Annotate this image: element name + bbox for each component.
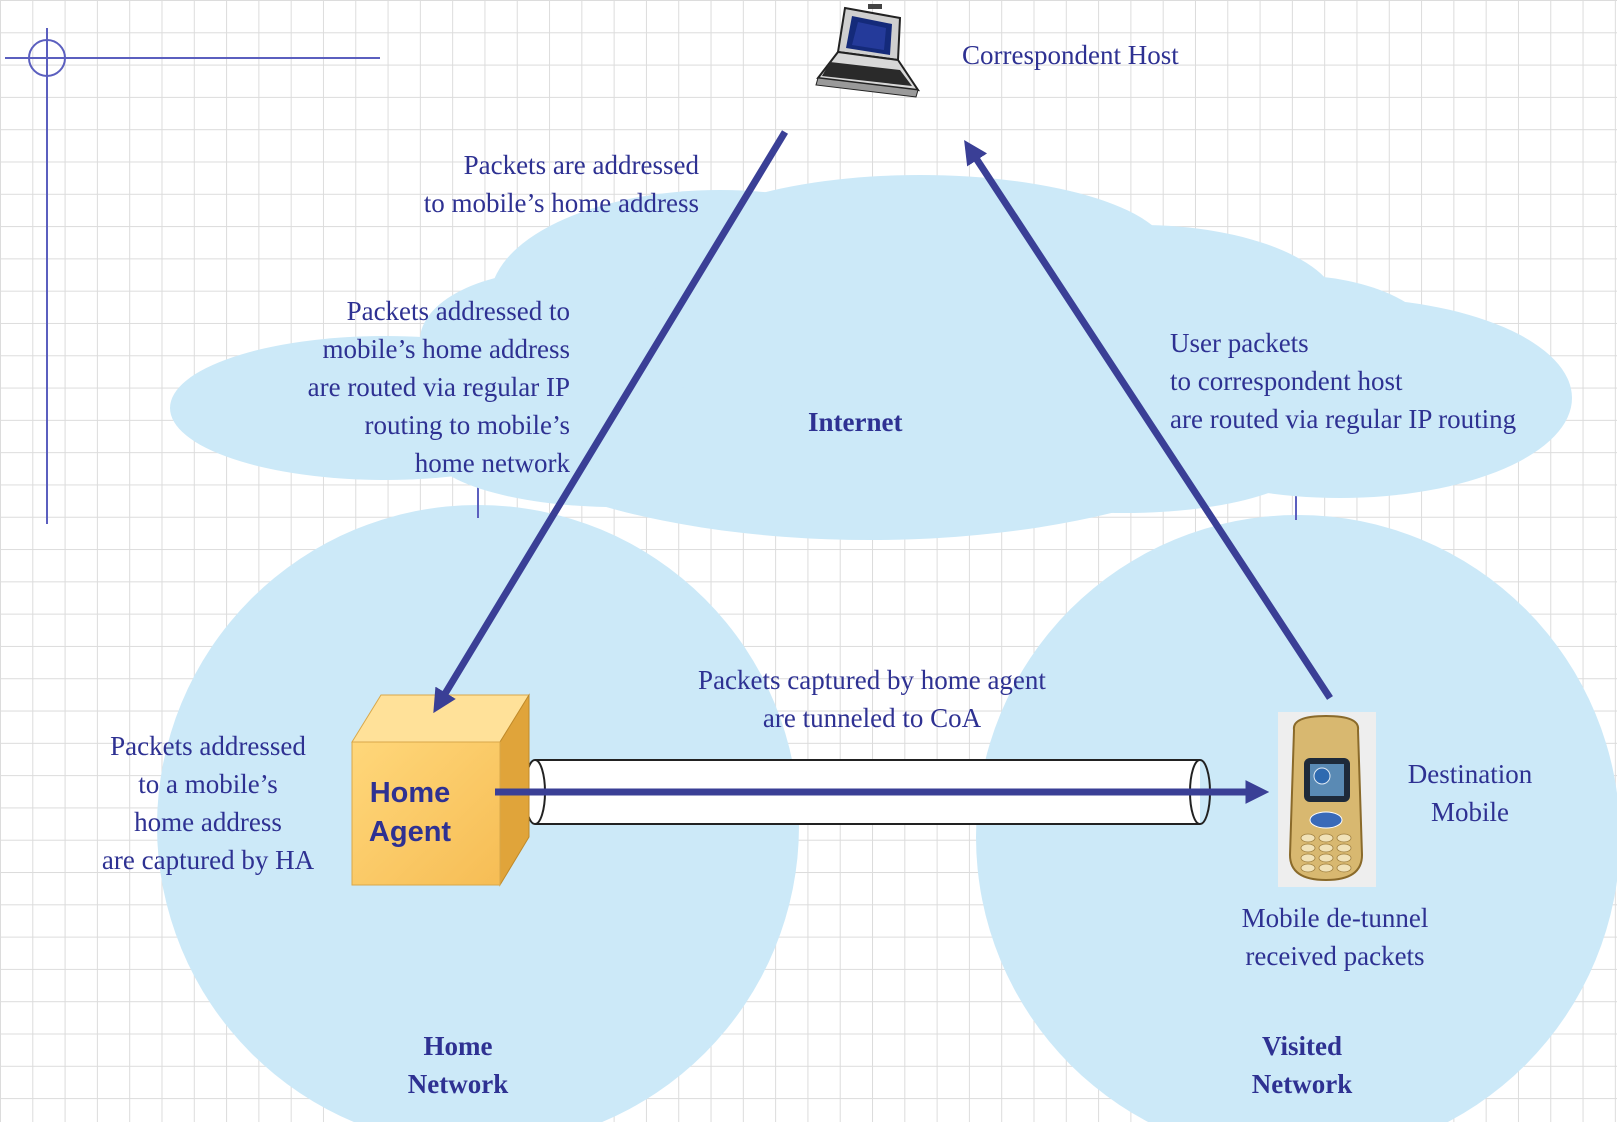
annotation-user-packets: User packets to correspondent host are r… — [1170, 328, 1517, 434]
internet-label: Internet — [808, 407, 903, 437]
arrows — [433, 130, 1333, 804]
internet-cloud — [170, 175, 1572, 540]
home-agent-cube — [351, 693, 530, 887]
annotation-de-tunnel: Mobile de-tunnel received packets — [1241, 903, 1429, 971]
arrow-correspondent-to-home-agent — [433, 130, 788, 714]
annotation-captured-by-ha: Packets addressed to a mobile’s home add… — [101, 731, 315, 875]
annotation-tunneled-to-coa: Packets captured by home agent are tunne… — [698, 665, 1046, 733]
visited-network-label: Visited Network — [1251, 1031, 1353, 1099]
laptop-icon — [815, 4, 921, 98]
correspondent-host-label: Correspondent Host — [962, 40, 1179, 70]
annotation-routed-to-home-network: Packets addressed to mobile’s home addre… — [307, 296, 570, 478]
arrow-mobile-to-correspondent — [964, 140, 1333, 700]
mobile-phone-icon — [1278, 712, 1376, 887]
destination-mobile-label: Destination Mobile — [1407, 759, 1533, 827]
home-network-label: Home Network — [407, 1031, 509, 1099]
home-agent-label: Home Agent — [368, 777, 452, 848]
slide-corner-decoration — [5, 28, 380, 524]
annotation-packets-addressed-home: Packets are addressed to mobile’s home a… — [423, 150, 699, 218]
